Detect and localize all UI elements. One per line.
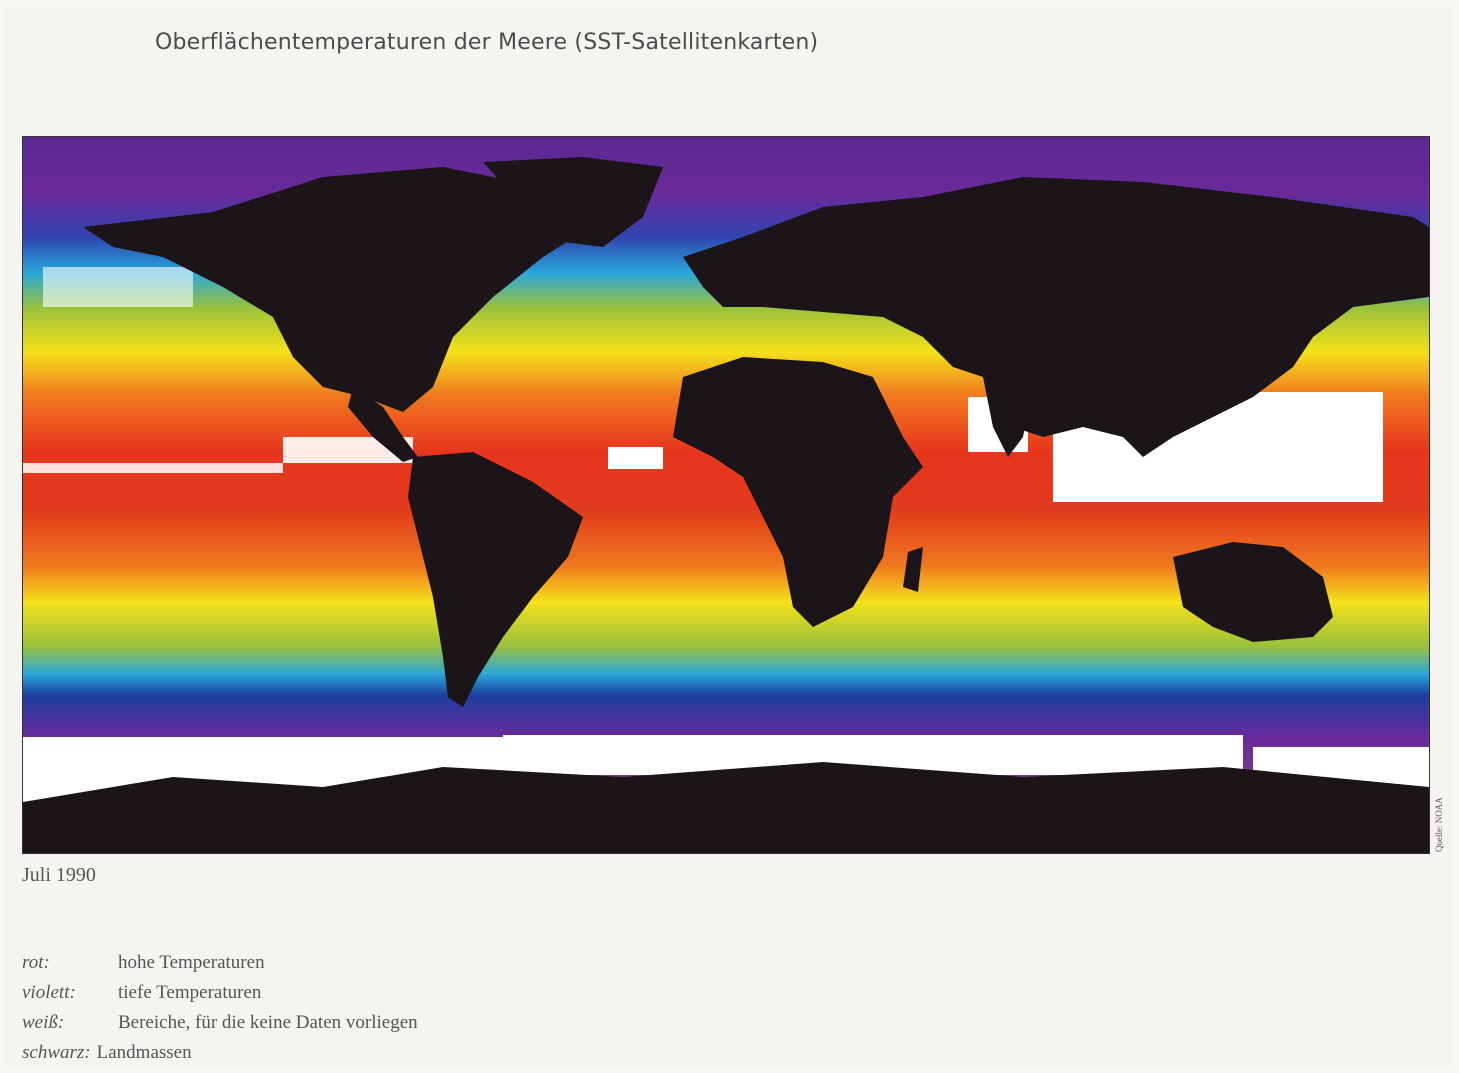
color-legend: rot: hohe Temperaturen violett: tiefe Te… xyxy=(22,952,418,1072)
figure-title: Oberflächentemperaturen der Meere (SST-S… xyxy=(155,30,819,55)
legend-row-black: schwarz: Landmassen xyxy=(22,1042,418,1072)
legend-key: rot: xyxy=(22,952,50,973)
legend-text: tiefe Temperaturen xyxy=(118,982,262,1003)
legend-key: violett: xyxy=(22,982,76,1003)
legend-text: Landmassen xyxy=(96,1042,192,1063)
legend-text: hohe Temperaturen xyxy=(118,952,265,973)
legend-key: weiß: xyxy=(22,1012,65,1033)
land-masses xyxy=(23,157,1429,853)
source-credit: Quelle: NOAA xyxy=(1434,797,1444,852)
legend-key: schwarz: xyxy=(22,1042,91,1063)
legend-row-red: rot: hohe Temperaturen xyxy=(22,952,418,982)
legend-row-violet: violett: tiefe Temperaturen xyxy=(22,982,418,1012)
legend-row-white: weiß: Bereiche, für die keine Daten vorl… xyxy=(22,1012,418,1042)
map-date-label: Juli 1990 xyxy=(22,864,96,886)
legend-text: Bereiche, für die keine Daten vorliegen xyxy=(118,1012,418,1033)
sst-world-map xyxy=(22,136,1430,854)
